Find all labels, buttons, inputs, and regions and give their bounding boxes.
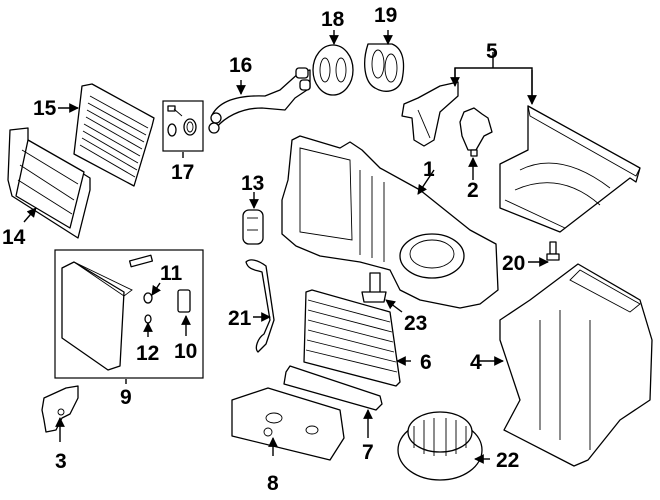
callout-10[interactable]: 10 xyxy=(174,340,197,363)
part-heater-pipes[interactable] xyxy=(208,67,311,134)
callout-12[interactable]: 12 xyxy=(136,342,159,365)
part-seal[interactable] xyxy=(312,44,354,96)
part-actuator[interactable] xyxy=(459,107,493,157)
part-drain-hose[interactable] xyxy=(245,259,275,353)
callout-22[interactable]: 22 xyxy=(496,449,519,472)
leader-lines xyxy=(23,30,549,464)
callout-4[interactable]: 4 xyxy=(470,351,482,374)
part-cabin-filter[interactable] xyxy=(303,289,401,387)
callout-13[interactable]: 13 xyxy=(241,172,264,195)
callout-5[interactable]: 5 xyxy=(486,40,498,63)
callout-8[interactable]: 8 xyxy=(267,472,279,495)
part-sensor[interactable] xyxy=(242,209,264,245)
part-bracket[interactable] xyxy=(401,81,459,147)
part-housing-cover[interactable] xyxy=(499,105,641,233)
callout-17[interactable]: 17 xyxy=(171,161,194,184)
callout-23[interactable]: 23 xyxy=(404,312,427,335)
part-access-plate[interactable] xyxy=(231,387,345,461)
part-filter-cover-strip[interactable] xyxy=(283,365,383,411)
callout-14[interactable]: 14 xyxy=(2,226,26,249)
part-evaporator-core[interactable] xyxy=(7,127,91,239)
callout-2[interactable]: 2 xyxy=(467,179,479,202)
callout-21[interactable]: 21 xyxy=(228,307,252,330)
callout-9[interactable]: 9 xyxy=(120,386,132,409)
callout-1[interactable]: 1 xyxy=(423,158,435,181)
part-bolt[interactable] xyxy=(546,241,560,261)
part-hardware-kit[interactable] xyxy=(162,100,204,152)
part-blower-resistor[interactable] xyxy=(361,272,387,303)
callout-3[interactable]: 3 xyxy=(55,450,67,473)
callout-labels: 1 2 3 4 5 6 7 8 9 10 11 12 13 14 15 16 1… xyxy=(2,4,525,495)
callout-6[interactable]: 6 xyxy=(420,351,432,374)
part-housing-upper[interactable] xyxy=(281,135,499,309)
part-housing-lower[interactable] xyxy=(499,263,653,467)
part-heater-core[interactable] xyxy=(73,83,155,187)
callout-15[interactable]: 15 xyxy=(33,97,57,120)
callout-11[interactable]: 11 xyxy=(160,262,183,285)
callout-7[interactable]: 7 xyxy=(362,441,374,464)
part-blower-motor[interactable] xyxy=(397,411,483,481)
callout-19[interactable]: 19 xyxy=(374,4,397,27)
callout-18[interactable]: 18 xyxy=(321,8,345,31)
part-evaporator-kit[interactable] xyxy=(54,249,204,379)
part-gasket[interactable] xyxy=(364,43,405,92)
callout-20[interactable]: 20 xyxy=(502,252,525,275)
callout-16[interactable]: 16 xyxy=(229,54,252,77)
